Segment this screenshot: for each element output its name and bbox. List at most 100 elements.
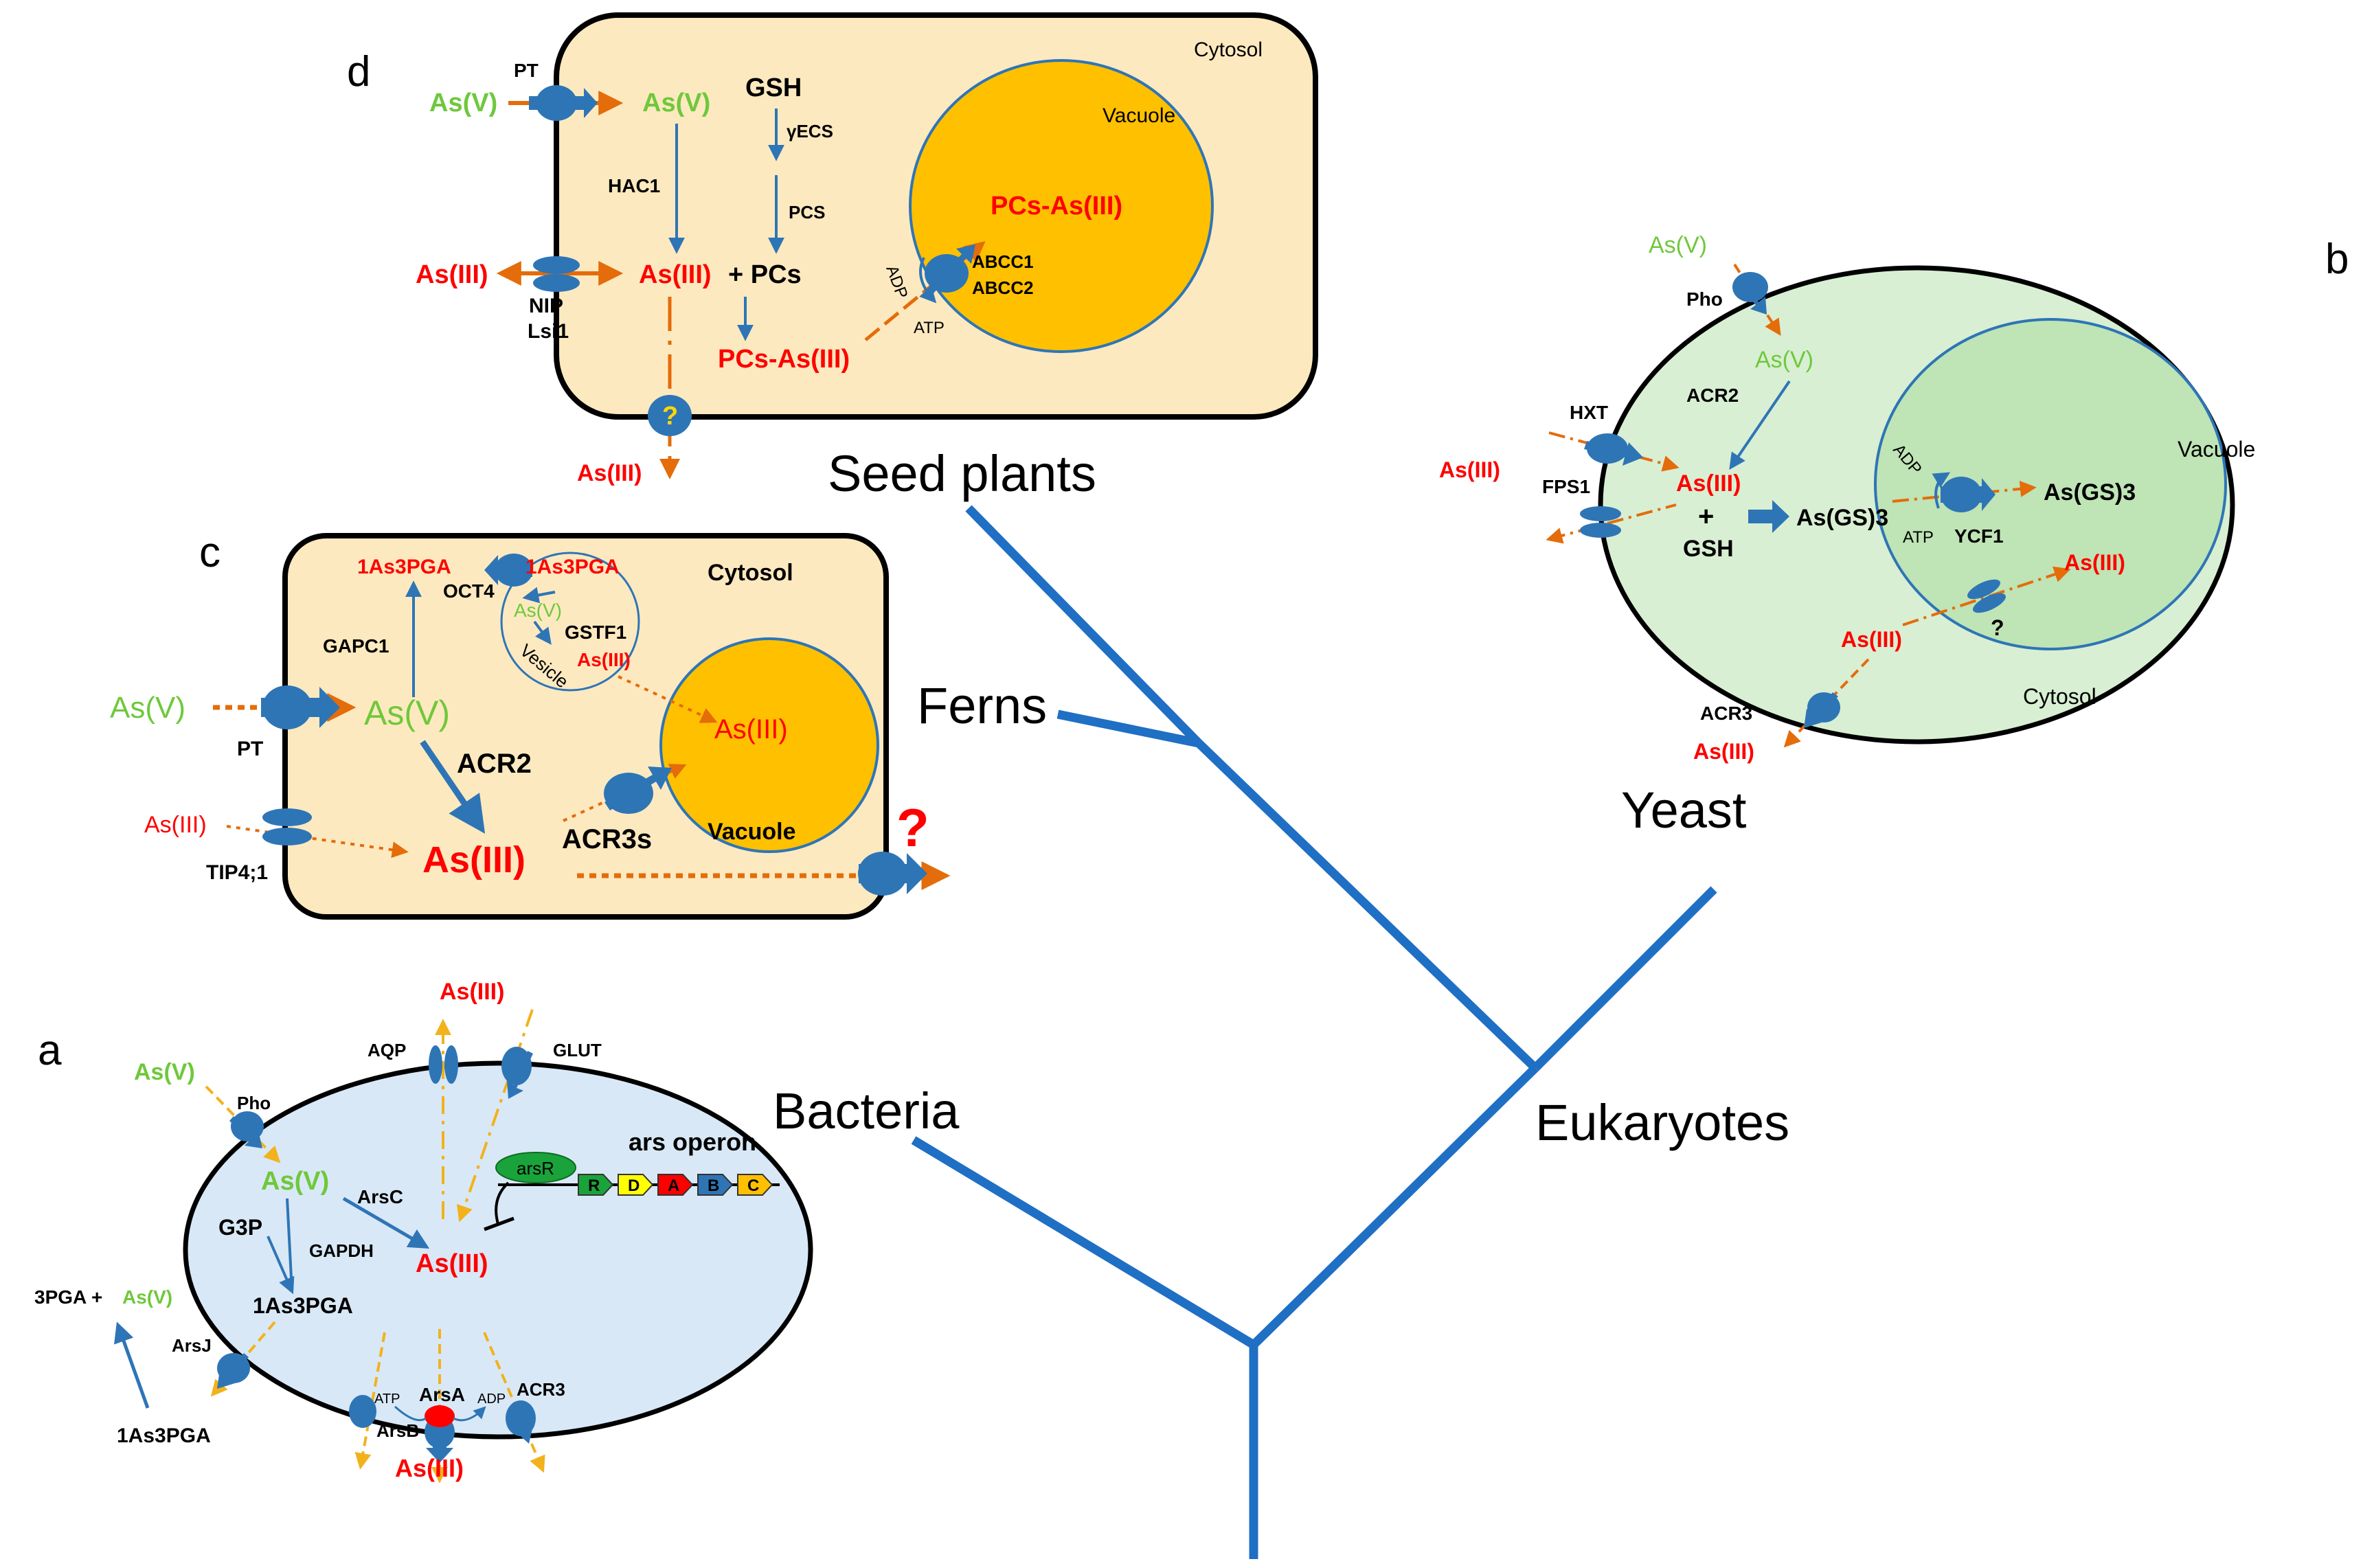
panel-d-gsh: GSH bbox=[745, 73, 802, 102]
tree-plant-stem bbox=[1195, 740, 1539, 1071]
panel-b-asgs3-vacuole: As(GS)3 bbox=[2044, 479, 2136, 505]
panel-c-as3pga-out: 1As3PGA bbox=[357, 556, 451, 578]
panel-b-letter: b bbox=[2325, 236, 2349, 283]
panel-c-pt-arrow-icon bbox=[261, 687, 340, 728]
panel-a-aqp-label: AQP bbox=[368, 1040, 406, 1060]
panel-c-vacuole bbox=[659, 637, 879, 853]
panel-b-yeast-cell: b Vacuole Cytosol As(V) Pho As(V) ACR2 H… bbox=[1439, 232, 2349, 764]
panel-c-vacuole-label: Vacuole bbox=[708, 819, 796, 845]
tree-label-yeast: Yeast bbox=[1621, 782, 1747, 839]
panel-b-acr2-arrow bbox=[1729, 380, 1791, 470]
panel-d-as-iii-out: As(III) bbox=[416, 260, 488, 289]
panel-a-arsb-arrow-icon bbox=[426, 1425, 453, 1463]
operon-gene-label-c: C bbox=[747, 1177, 759, 1195]
panel-c-acr3s-arrow bbox=[563, 764, 687, 822]
panel-b-asgs3-cytosol: As(GS)3 bbox=[1796, 505, 1888, 531]
panel-c-fern-cell: c Cytosol Vacuole 1As3PGA GAPC1 OCT4 1As… bbox=[110, 529, 951, 920]
panel-a-glut-arrow-icon bbox=[507, 1051, 533, 1099]
panel-c-oct4: OCT4 bbox=[443, 580, 495, 602]
panel-c-vesicle bbox=[500, 552, 640, 692]
phylogenetic-tree bbox=[911, 505, 1717, 1559]
tree-fern-branch bbox=[1056, 709, 1200, 748]
panel-a-arsr-repressor bbox=[495, 1152, 576, 1183]
panel-a-as-v-out: As(V) bbox=[134, 1059, 195, 1085]
panel-c-as-iii-big: As(III) bbox=[422, 839, 525, 880]
panel-a-operon-title: ars operon bbox=[629, 1128, 756, 1156]
panel-d-as-iii-in: As(III) bbox=[639, 260, 712, 289]
panel-a-aqp-channel-right bbox=[444, 1045, 458, 1084]
operon-gene-c bbox=[737, 1174, 773, 1196]
panel-a-glut-transporter bbox=[501, 1047, 532, 1085]
panel-a-atp-curve bbox=[394, 1405, 427, 1422]
operon-gene-label-d: D bbox=[628, 1177, 640, 1195]
panel-a-as-iii-center: As(III) bbox=[416, 1249, 488, 1278]
panel-a-acr3-arrow-icon bbox=[514, 1402, 533, 1444]
panel-c-tip-arrow bbox=[226, 825, 409, 859]
panel-b-gsh: GSH bbox=[1683, 536, 1734, 562]
panel-d-cytosol-label: Cytosol bbox=[1194, 38, 1263, 61]
panel-a-pho-arrow-icon bbox=[229, 1116, 262, 1148]
panel-b-pho-label: Pho bbox=[1686, 288, 1723, 310]
panel-d-as-v-in: As(V) bbox=[642, 89, 710, 117]
panel-b-acr2: ACR2 bbox=[1686, 385, 1739, 406]
panel-a-as3pga-in: 1As3PGA bbox=[253, 1293, 353, 1318]
tree-yeast-branch bbox=[1532, 886, 1717, 1071]
panel-b-as-v-out: As(V) bbox=[1649, 232, 1707, 258]
panel-a-adp: ADP bbox=[477, 1391, 506, 1407]
panel-b-acr3-arrow bbox=[1783, 658, 1870, 748]
panel-a-arsj: ArsJ bbox=[172, 1335, 212, 1356]
panel-b-as-iii-vacuole: As(III) bbox=[2064, 550, 2125, 575]
panel-b-fps1-label: FPS1 bbox=[1542, 476, 1590, 497]
panel-c-as-v-vesicle: As(V) bbox=[514, 600, 562, 621]
panel-a-as-iii-top: As(III) bbox=[440, 979, 504, 1005]
panel-d-vacuole-label: Vacuole bbox=[1103, 104, 1175, 127]
panel-d-vacuole bbox=[909, 59, 1214, 353]
panel-a-as-v-to-gapdh-arrow bbox=[286, 1198, 293, 1292]
panel-d-pcs-enzyme: PCS bbox=[789, 202, 825, 223]
panel-c-acr3s-arrow-icon bbox=[604, 766, 672, 810]
panel-b-acr3-label: ACR3 bbox=[1700, 703, 1752, 724]
tree-label-bacteria: Bacteria bbox=[773, 1082, 960, 1139]
panel-c-as-iii-vesicle: As(III) bbox=[577, 649, 631, 670]
panel-a-arsj-arrow-icon bbox=[217, 1353, 249, 1389]
panel-b-vacuole-channel-top bbox=[1967, 579, 2000, 600]
panel-d-unknown-transporter bbox=[648, 395, 692, 436]
tree-seed-plant-branch bbox=[965, 505, 1202, 747]
panel-d-pt-label: PT bbox=[514, 60, 539, 81]
panel-b-fps1-channel-top bbox=[1580, 506, 1621, 521]
panel-a-arsc: ArsC bbox=[357, 1186, 403, 1207]
tree-label-ferns: Ferns bbox=[917, 677, 1047, 734]
tree-label-eukaryotes: Eukaryotes bbox=[1535, 1094, 1789, 1151]
panel-c-unknown-arrow-icon bbox=[859, 853, 927, 894]
panel-a-acr3-arrow bbox=[483, 1332, 545, 1473]
operon-gene-label-a: A bbox=[668, 1177, 679, 1195]
panel-c-tip-channel-bottom bbox=[262, 828, 312, 845]
panel-d-abcc-arrow-icon bbox=[927, 245, 975, 294]
panel-b-cytosol-label: Cytosol bbox=[2023, 684, 2096, 709]
panel-a-arsa-atpase bbox=[425, 1405, 455, 1427]
panel-b-acr3-arrow-icon bbox=[1804, 692, 1838, 728]
panel-b-pho-arrow-icon bbox=[1734, 276, 1767, 315]
panel-c-acr2: ACR2 bbox=[457, 749, 532, 779]
panel-b-as-iii-out: As(III) bbox=[1439, 457, 1500, 482]
panel-d-abcc1: ABCC1 bbox=[972, 251, 1034, 272]
panel-c-oct4-arrow-icon bbox=[484, 555, 532, 585]
panel-a-arsa: ArsA bbox=[419, 1384, 465, 1405]
panel-a-as-v-in: As(V) bbox=[261, 1167, 329, 1196]
panel-a-as-iii-bottom: As(III) bbox=[395, 1454, 464, 1482]
operon-gene-label-r: R bbox=[588, 1177, 600, 1195]
panel-c-gstf1: GSTF1 bbox=[565, 622, 626, 643]
panel-b-ycf1-arrow-icon bbox=[1941, 478, 1996, 511]
panel-d-plus-pcs: + PCs bbox=[728, 260, 802, 289]
panel-b-atp-adp-curve bbox=[1932, 472, 1951, 509]
panel-a-hydrolysis-arrow bbox=[113, 1321, 150, 1409]
panel-b-hxt-arrow-icon bbox=[1584, 441, 1643, 466]
panel-c-as-v-out: As(V) bbox=[110, 691, 185, 725]
panel-a-repression-bar bbox=[484, 1216, 515, 1231]
panel-a-gapdh: GAPDH bbox=[309, 1240, 374, 1261]
panel-a-adp-curve bbox=[453, 1406, 486, 1422]
panel-b-vacuole bbox=[1874, 318, 2227, 650]
panel-a-atp: ATP bbox=[374, 1391, 400, 1407]
